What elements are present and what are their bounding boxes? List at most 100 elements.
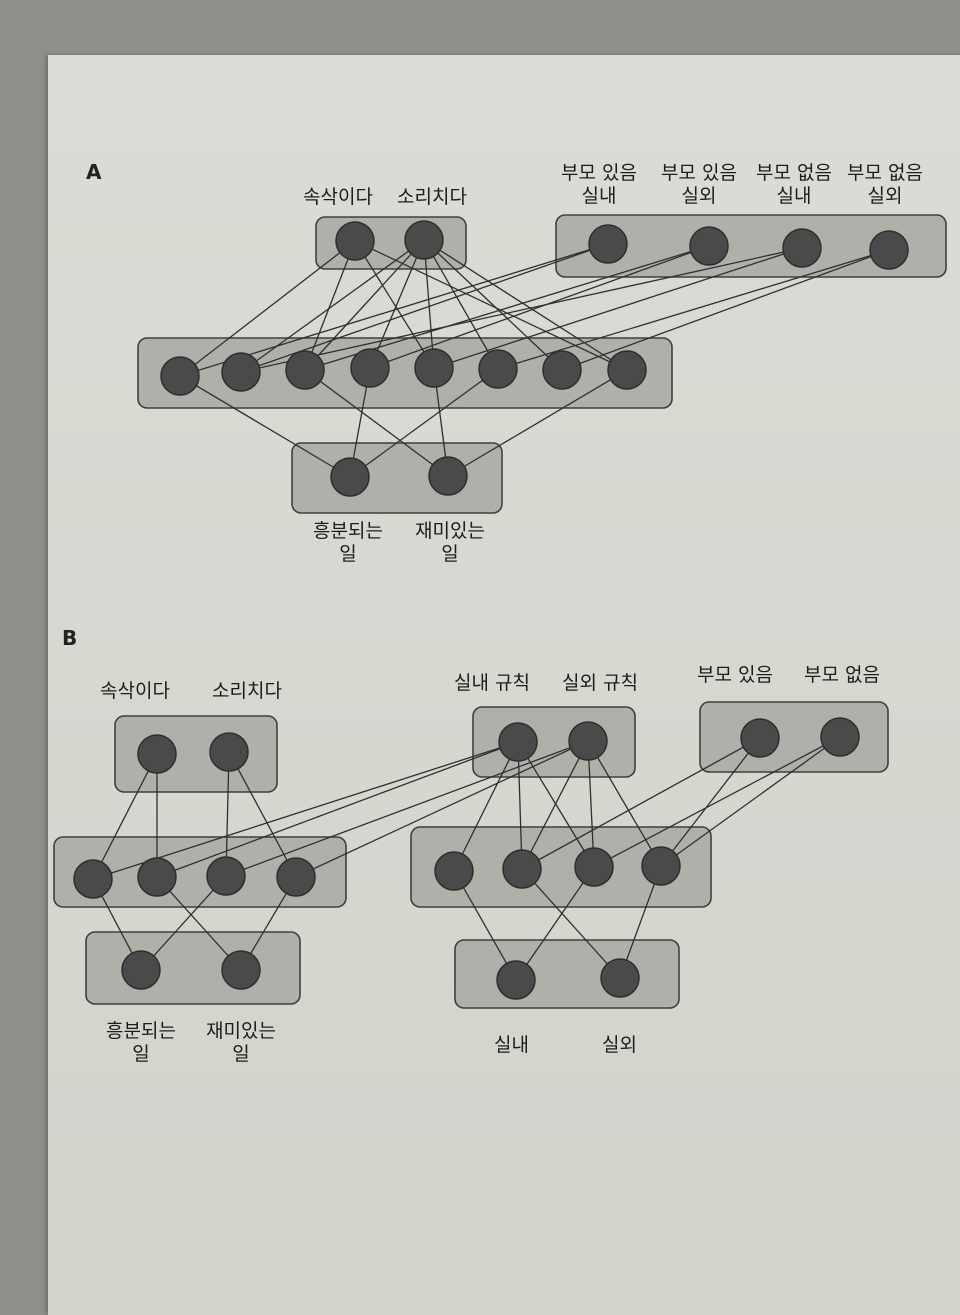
b-output-label-exciting: 흥분되는 일 [106, 1020, 176, 1065]
a-context-node [588, 224, 628, 264]
b-place-label-outdoor: 실외 [602, 1034, 637, 1056]
a-hidden-node [542, 350, 582, 390]
a-input-node [404, 220, 444, 260]
a-output-label-exciting: 흥분되는 일 [313, 520, 383, 565]
a-output-label-fun: 재미있는 일 [415, 520, 485, 565]
b-parent-right-link [593, 736, 841, 868]
b-input-word-whisper: 속삭이다 [100, 680, 170, 702]
b-parent-label-absent: 부모 없음 [804, 664, 880, 686]
a-context-hidden-link [179, 243, 609, 377]
a-output-group [291, 442, 503, 514]
panel-a-letter: A [86, 160, 102, 184]
a-context-label-3: 부모 없음 실내 [756, 162, 832, 207]
a-output-node [428, 456, 468, 496]
a-hidden-node [221, 352, 261, 392]
b-parent-right-link [660, 737, 761, 867]
a-input-word-shout: 소리치다 [397, 186, 467, 208]
b-hidden-left-group [53, 836, 347, 908]
panel-b-letter: B [62, 626, 78, 650]
a-input-hidden-link [304, 239, 425, 371]
b-output-right-node [600, 958, 640, 998]
a-hidden-node [607, 350, 647, 390]
a-input-hidden-link [423, 239, 628, 371]
a-input-hidden-link [423, 239, 435, 369]
b-rule-right-link [517, 741, 523, 870]
b-hidden-right-node [434, 851, 474, 891]
a-input-hidden-link [304, 240, 356, 371]
b-left-output-link [156, 876, 242, 971]
b-right-output-link [619, 865, 662, 979]
a-context-hidden-link [240, 247, 803, 373]
b-hidden-left-node [276, 857, 316, 897]
b-output-left-node [221, 950, 261, 990]
a-input-hidden-link [354, 240, 628, 371]
b-parent-label-present: 부모 있음 [697, 664, 773, 686]
b-rule-left-link [92, 741, 519, 880]
a-input-hidden-link [423, 239, 563, 371]
network-diagram [53, 214, 947, 1009]
b-rule-left-link [156, 741, 519, 878]
b-parent-node [740, 718, 780, 758]
a-output-node [330, 457, 370, 497]
a-hidden-output-link [304, 369, 449, 477]
a-hidden-output-link [179, 375, 351, 478]
b-input-word-shout: 소리치다 [212, 680, 282, 702]
b-rule-label-indoor: 실내 규칙 [454, 672, 530, 694]
a-context-label-2: 부모 있음 실외 [661, 162, 737, 207]
b-output-right-group [454, 939, 680, 1009]
a-input-node [335, 221, 375, 261]
a-context-hidden-link [497, 249, 890, 370]
b-hidden-left-node [73, 859, 113, 899]
b-hidden-right-node [641, 846, 681, 886]
b-rule-right-link [517, 741, 595, 868]
b-rule-right-link [521, 740, 589, 870]
a-hidden-node [350, 348, 390, 388]
a-hidden-group [137, 337, 673, 409]
b-input-hidden-link [92, 753, 158, 880]
a-context-hidden-link [433, 247, 803, 369]
a-context-label-4: 부모 없음 실외 [847, 162, 923, 207]
b-rule-node [568, 721, 608, 761]
b-hidden-left-node [206, 856, 246, 896]
a-context-node [782, 228, 822, 268]
b-input-node [137, 734, 177, 774]
b-rule-label-outdoor: 실외 규칙 [562, 672, 638, 694]
b-rule-left-link [225, 740, 589, 877]
a-input-hidden-link [354, 240, 435, 369]
b-rule-right-link [587, 740, 595, 868]
connection-lines [92, 239, 890, 981]
a-context-hidden-link [561, 249, 890, 371]
b-hidden-right-node [502, 849, 542, 889]
b-hidden-right-node [574, 847, 614, 887]
a-context-label-1: 부모 있음 실내 [561, 162, 637, 207]
a-context-node [689, 226, 729, 266]
b-rule-left-link [295, 740, 589, 878]
b-output-right-node [496, 960, 536, 1000]
b-rule-right-link [587, 740, 662, 867]
a-context-hidden-link [369, 245, 710, 369]
b-input-hidden-link [228, 751, 297, 878]
b-place-label-indoor: 실내 [494, 1034, 529, 1056]
a-input-hidden-link [179, 240, 356, 377]
b-rule-node [498, 722, 538, 762]
b-parent-node [820, 717, 860, 757]
b-parent-right-link [521, 737, 761, 870]
a-input-hidden-link [240, 239, 425, 373]
b-output-left-node [121, 950, 161, 990]
b-right-output-link [521, 868, 621, 979]
b-hidden-left-node [137, 857, 177, 897]
b-parent-right-link [660, 736, 841, 867]
b-input-node [209, 732, 249, 772]
b-left-output-link [140, 875, 227, 971]
layer-groups [53, 214, 947, 1009]
a-context-node [869, 230, 909, 270]
a-input-hidden-link [423, 239, 499, 370]
a-hidden-output-link [349, 368, 499, 478]
b-right-output-link [515, 866, 595, 981]
b-right-output-link [453, 870, 517, 981]
neuron-nodes [73, 220, 909, 1000]
b-hidden-right-group [410, 826, 712, 908]
a-hidden-node [478, 349, 518, 389]
b-input-hidden-link [225, 751, 230, 877]
a-context-group [555, 214, 947, 278]
